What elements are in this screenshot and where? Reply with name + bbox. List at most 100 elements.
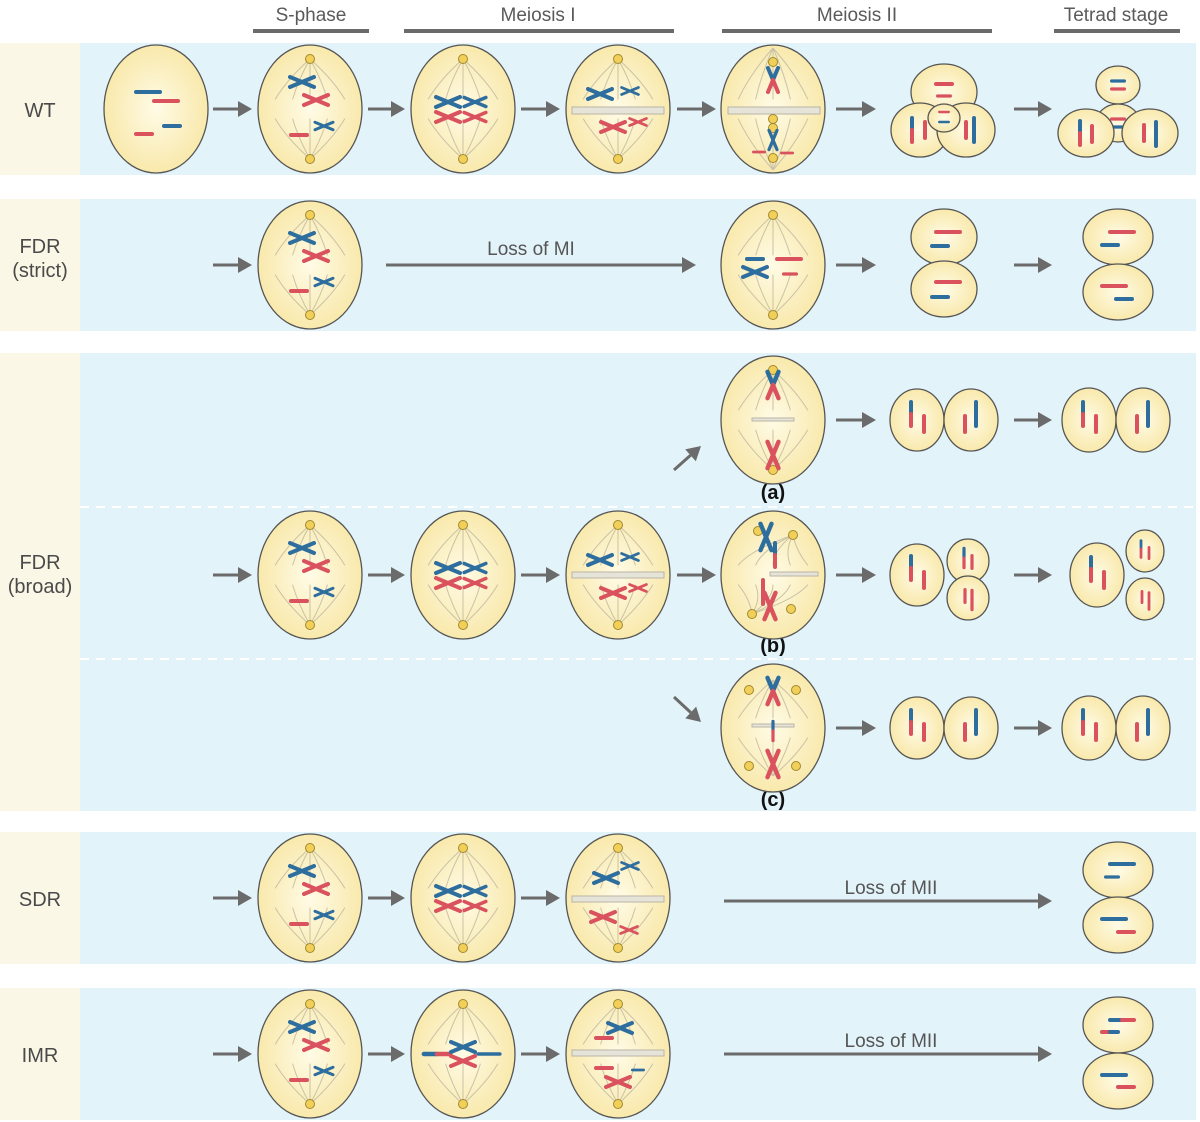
centrosome (786, 604, 796, 614)
cell-fdr-strict-tetrad (1082, 263, 1154, 321)
metaphase-plate (727, 106, 821, 115)
centrosome (613, 154, 623, 164)
cell-fdr-strict-s-phase (257, 200, 363, 330)
arrow (521, 1046, 560, 1062)
cell-fdr-strict-dyad (910, 260, 978, 318)
arrow (1014, 720, 1052, 736)
variant-label-a: (a) (761, 482, 785, 504)
variant-label-b: (b) (760, 635, 786, 657)
cell-fdr-broad-b-tetrad (1125, 529, 1165, 573)
loss-of-mi-arrow (386, 257, 696, 273)
cell-wt-tetrad (1095, 65, 1141, 105)
row-labels: WT FDR(strict) FDR(broad) SDR IMR (8, 100, 72, 1067)
cell-wt-meiosis-2 (720, 44, 826, 174)
arrow (836, 412, 876, 428)
cell-fdr-broad-b-meiosis-2 (720, 510, 826, 640)
annotations: Loss of MI Loss of MII Loss of MII (a) (… (487, 239, 937, 1052)
cell-wt-product (927, 103, 961, 133)
centrosome (305, 620, 315, 630)
cell-fdr-broad-a-tetrad (1115, 387, 1171, 453)
arrow (1014, 257, 1052, 273)
centrosome (768, 210, 778, 220)
arrow (521, 567, 560, 583)
metaphase-plate (571, 895, 665, 903)
centrosome (458, 1099, 468, 1109)
centrosome (791, 761, 801, 771)
arrow (213, 1046, 252, 1062)
centrosome (458, 54, 468, 64)
centrosome (613, 620, 623, 630)
cell-wt-meiosis-1-metaphase (410, 44, 516, 174)
arrow (368, 1046, 405, 1062)
cells (103, 44, 1179, 1119)
stage-bar-tetrad (1054, 29, 1180, 33)
arrow (1014, 412, 1052, 428)
loss-of-mii-arrow-imr (724, 1046, 1052, 1062)
branch-arrow-c (672, 695, 701, 722)
cell-fdr-strict-meiosis-2 (720, 200, 826, 330)
cell-wt-interphase (103, 44, 209, 174)
cell-fdr-broad-c-tetrad (1115, 695, 1171, 761)
cell-fdr-strict-tetrad (1082, 208, 1154, 266)
metaphase-plate (769, 571, 819, 577)
cell-fdr-broad-b-product (946, 575, 990, 621)
arrow (521, 101, 560, 117)
stage-label-meiosis-2: Meiosis II (817, 5, 897, 26)
cell-fdr-broad-a-product (943, 388, 999, 452)
loss-of-mii-label-sdr: Loss of MII (845, 878, 938, 899)
row-label-bg (0, 199, 80, 331)
centrosome (305, 843, 315, 853)
centrosome (744, 761, 754, 771)
arrow (1014, 101, 1052, 117)
cell-fdr-broad-b-tetrad (1125, 577, 1165, 621)
cell-fdr-broad-a-meiosis-2 (720, 355, 826, 485)
cell-imr-s-phase (257, 989, 363, 1119)
arrow (521, 890, 560, 906)
loss-of-mii-arrow-sdr (724, 893, 1052, 909)
centrosome (744, 685, 754, 695)
arrow (213, 567, 252, 583)
row-label-fdr-broad: FDR(broad) (8, 552, 72, 598)
centrosome (768, 57, 778, 67)
cell-sdr-meiosis-1-anaphase (565, 833, 671, 963)
arrow (368, 567, 405, 583)
row-label-bg (0, 832, 80, 964)
centrosome (305, 210, 315, 220)
arrow (836, 567, 876, 583)
metaphase-plate (571, 106, 665, 115)
stage-bar-meiosis-1 (404, 29, 674, 33)
cell-sdr-tetrad (1082, 841, 1154, 899)
arrow (213, 101, 252, 117)
loss-of-mi-label: Loss of MI (487, 239, 575, 260)
cell-wt-tetrad (1057, 108, 1115, 158)
cell-fdr-broad-a-product (889, 388, 945, 452)
metaphase-plate (571, 571, 665, 579)
arrow (677, 101, 716, 117)
centrosome (791, 685, 801, 695)
cell-imr-tetrad (1082, 1052, 1154, 1110)
arrows (213, 101, 1052, 1062)
centrosome (305, 310, 315, 320)
centrosome (613, 54, 623, 64)
cell-imr-meiosis-1 (410, 989, 516, 1119)
arrow (677, 567, 716, 583)
arrow (213, 257, 252, 273)
centrosome (613, 999, 623, 1009)
row-label-sdr: SDR (19, 889, 61, 911)
stage-label-meiosis-1: Meiosis I (501, 5, 576, 26)
cell-wt-tetrad (1121, 108, 1179, 158)
stage-headers: S-phase Meiosis I Meiosis II Tetrad stag… (253, 5, 1180, 33)
cell-sdr-tetrad (1082, 896, 1154, 954)
cell-fdr-broad-a-tetrad (1061, 387, 1117, 453)
centrosome (768, 114, 778, 124)
centrosome (458, 999, 468, 1009)
centrosome (613, 843, 623, 853)
centrosome (613, 943, 623, 953)
arrow (836, 101, 876, 117)
arrow (836, 257, 876, 273)
row-label-wt: WT (24, 100, 55, 122)
centrosome (305, 999, 315, 1009)
cell-fdr-broad-b-product (889, 543, 945, 607)
centrosome (768, 123, 778, 133)
